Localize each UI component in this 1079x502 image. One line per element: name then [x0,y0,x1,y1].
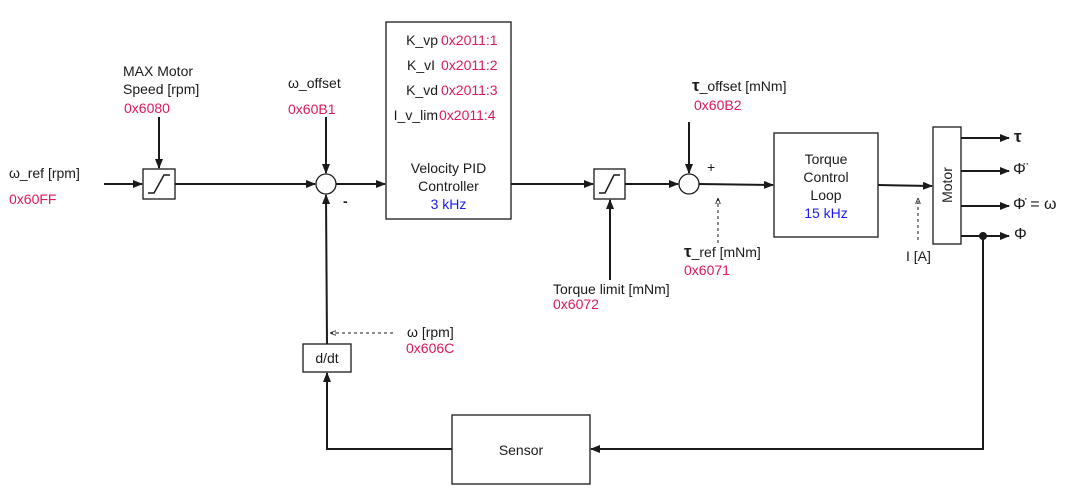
omega-feedback-register: 0x606C [406,340,455,356]
torque-loop-frequency: 15 kHz [804,205,848,221]
tau-symbol: τ [692,76,700,95]
tau-ref-register: 0x6071 [684,262,730,278]
max-speed-register: 0x6080 [124,100,170,116]
torque-loop-to-motor-arrow [877,181,933,190]
pid-frequency: 3 kHz [430,196,467,212]
derivative-label: d/dt [315,350,339,366]
sensor-to-derivative-line [323,372,452,450]
torque-limit-label: Torque limit [mNm] [553,281,670,297]
torque-control-loop-block[interactable] [773,132,879,238]
minus-sign: - [343,193,348,209]
pid-param-name: K_vp [406,32,438,48]
pid-title-2: Controller [418,178,479,194]
derivative-to-sum1-arrow [322,194,331,345]
velocity-pid-block[interactable] [385,21,512,220]
sum2-to-torque-loop-arrow [698,180,774,189]
plus-sign: + [707,159,716,175]
derivative-block[interactable] [302,343,352,373]
tau-offset-register: 0x60B2 [694,97,742,113]
pid-param-register: 0x2011:3 [441,82,498,98]
saturation-icon [599,174,620,194]
torque-loop-line-3: Loop [810,187,842,203]
pid-param-register: 0x2011:4 [439,107,496,123]
output-torque-label: τ [1014,127,1022,146]
output-position-label: Φ [1014,226,1027,243]
saturation-icon [148,174,170,194]
omega-offset-label: ω_offset [288,75,341,91]
position-feedback-line [590,236,984,453]
omega-feedback-label: ω [rpm] [407,324,454,340]
sensor-block[interactable] [451,414,591,485]
pid-param-register: 0x2011:2 [441,57,498,73]
omega-offset-register: 0x60B1 [288,101,336,117]
pid-param-name: K_vd [406,82,438,98]
tau-ref-text: _ref [mNm] [691,244,761,260]
pid-title-1: Velocity PID [410,160,487,176]
sensor-label: Sensor [498,442,544,458]
torque-limit-register: 0x6072 [553,296,599,312]
input-label: ω_ref [rpm] [9,165,80,181]
tau-symbol: τ [684,242,692,261]
pid-param-row: K_vp 0x2011:1 [386,32,511,57]
pid-param-register: 0x2011:1 [441,32,498,48]
max-speed-label-1: MAX Motor [123,63,194,79]
pid-param-name: I_v_lim [393,107,438,123]
motor-block[interactable] [932,126,962,245]
torque-summing-junction[interactable] [678,173,700,195]
torque-loop-line-1: Torque [804,151,848,167]
tau-ref-label: τ_ref [mNm] [684,242,761,261]
max-speed-label-2: Speed [rpm] [123,81,200,97]
torque-loop-line-2: Control [803,169,849,185]
motor-label: Motor [939,167,955,203]
pid-parameter-list: K_vp 0x2011:1 K_vI 0x2011:2 K_vd 0x2011:… [386,32,511,132]
pid-param-name: K_vI [406,57,435,73]
pid-param-row: K_vd 0x2011:3 [386,82,511,107]
input-register: 0x60FF [9,191,57,207]
output-velocity-label: Φ̇ = ω [1013,196,1057,213]
output-acceleration-label: Φ̈ [1013,161,1026,178]
pid-param-row: I_v_lim 0x2011:4 [386,107,511,132]
pid-param-row: K_vI 0x2011:2 [386,57,511,82]
velocity-summing-junction[interactable] [315,173,337,195]
current-label: I [A] [906,248,931,264]
tau-offset-label: τ_offset [mNm] [692,76,787,95]
tau-offset-text: _offset [mNm] [699,78,787,94]
